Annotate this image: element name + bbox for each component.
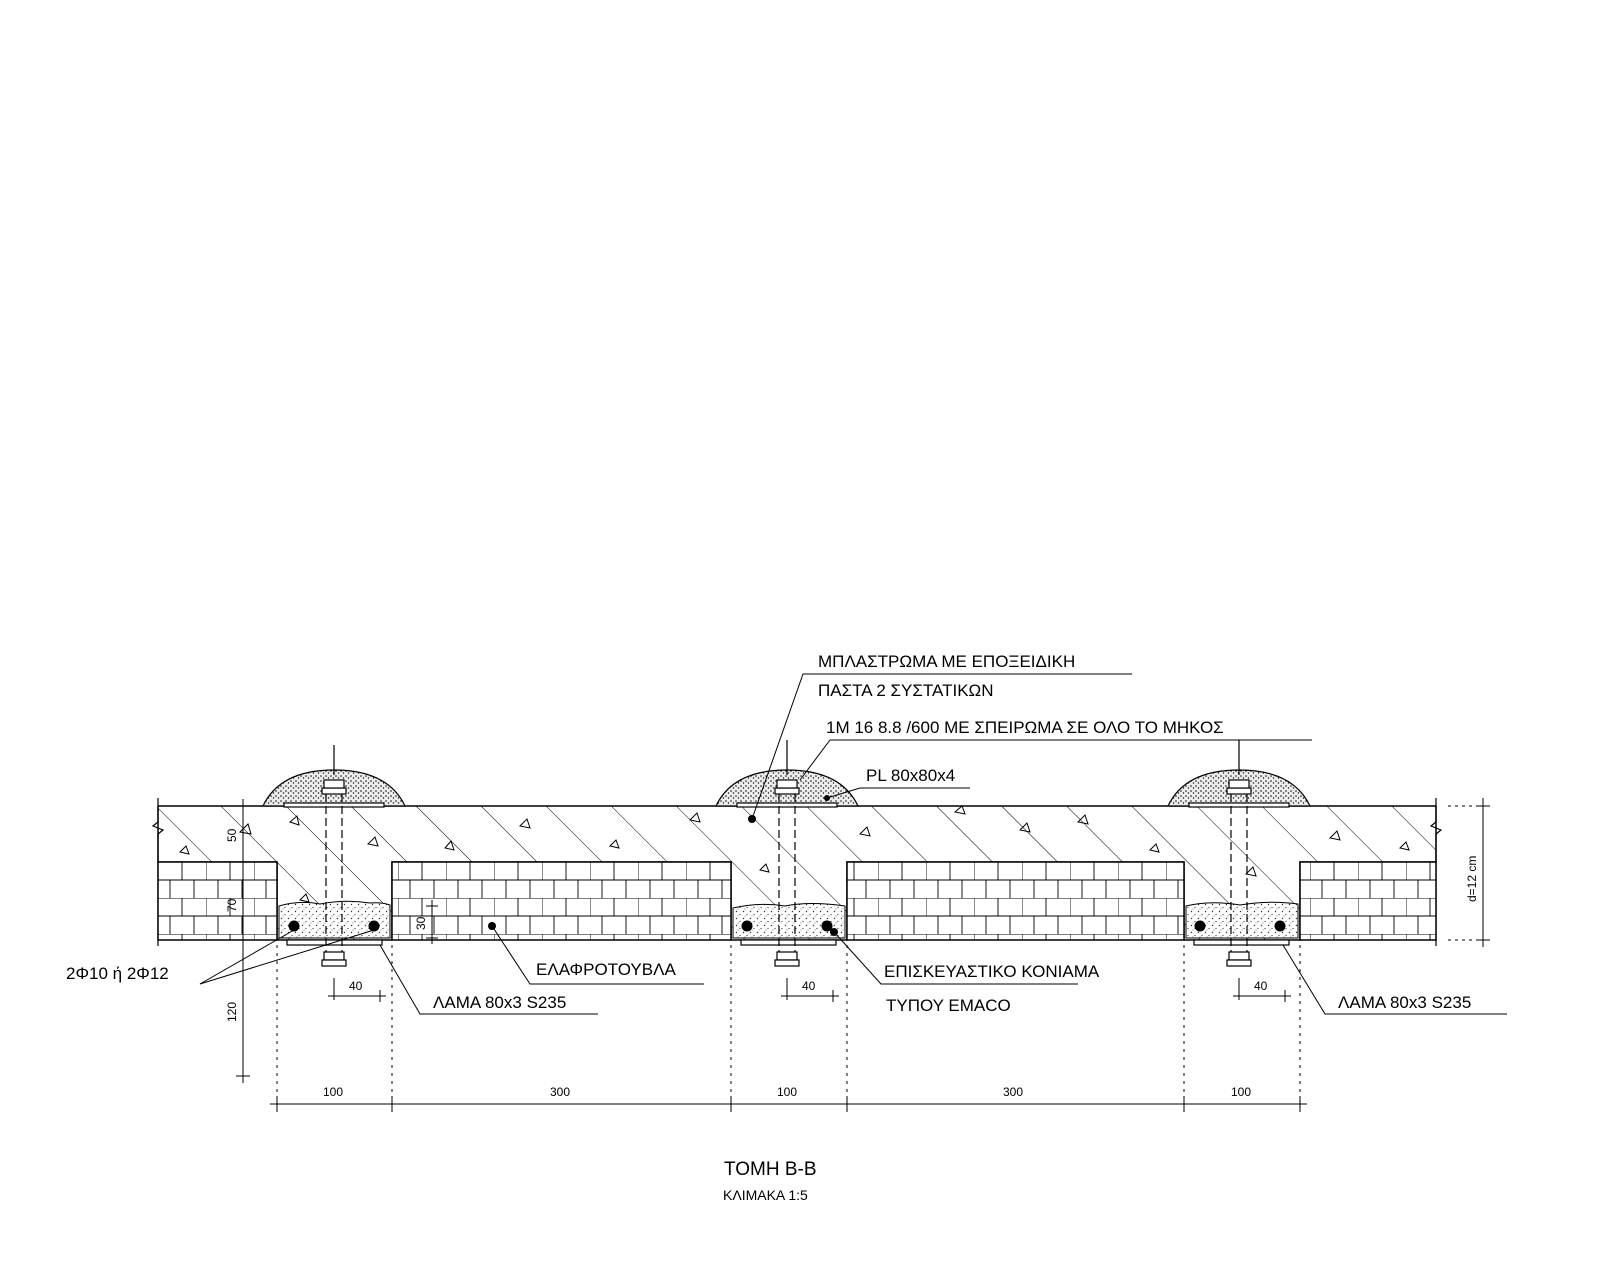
- break-lines: [151, 798, 1443, 946]
- bottom-dimension-chain: [270, 945, 1307, 1112]
- dim-bottom-2: 300: [550, 1085, 570, 1099]
- steel-strip: [1193, 939, 1290, 946]
- bolt: [736, 740, 838, 967]
- brick-block: [1299, 861, 1437, 941]
- dim-thickness: d=12 cm: [1465, 856, 1479, 902]
- dim-below: 120: [225, 1002, 239, 1022]
- lama-right-label: ΛΑΜΑ 80x3 S235: [1338, 993, 1471, 1012]
- dim-plate-offset-3: 40: [1254, 979, 1268, 993]
- lama-left-label: ΛΑΜΑ 80x3 S235: [433, 993, 566, 1012]
- dim-bottom-4: 300: [1003, 1085, 1023, 1099]
- steel-strip: [740, 939, 837, 946]
- brick-block: [391, 861, 732, 941]
- plate-label: PL 80x80x4: [866, 766, 955, 785]
- dim-slab-top: 50: [225, 828, 239, 842]
- dim-rib-depth: 70: [225, 898, 239, 912]
- rebar-label: 2Φ10 ή 2Φ12: [66, 964, 169, 983]
- epoxy-label-line2: ΠΑΣΤΑ 2 ΣΥΣΤΑΤΙΚΩΝ: [818, 681, 994, 700]
- dim-mortar-depth: 30: [414, 916, 428, 930]
- brick-block: [846, 861, 1185, 941]
- rebar: [1274, 920, 1286, 932]
- rebar: [1194, 920, 1206, 932]
- dim-plate-offset-1: 40: [349, 979, 363, 993]
- mortar-label-line1: ΕΠΙΣΚΕΥΑΣΤΙΚΟ ΚΟΝΙΑΜΑ: [884, 962, 1100, 981]
- repair-mortar: [278, 900, 1299, 939]
- bolt-label: 1M 16 8.8 /600 ΜΕ ΣΠΕΙΡΩΜΑ ΣΕ ΟΛΟ ΤΟ ΜΗΚ…: [826, 718, 1224, 737]
- drawing-scale: ΚΛΙΜΑΚΑ 1:5: [723, 1187, 808, 1203]
- bolt-assemblies: [283, 740, 1290, 967]
- rebar: [741, 920, 753, 932]
- dim-plate-offset-2: 40: [802, 979, 816, 993]
- right-dimension: [1448, 798, 1490, 947]
- rebars: [288, 920, 1286, 932]
- brick-label: ΕΛΑΦΡΟΤΟΥΒΛΑ: [536, 960, 676, 979]
- drawing-title: ΤΟΜΗ Β-Β: [724, 1159, 817, 1180]
- dim-bottom-1: 100: [323, 1085, 343, 1099]
- epoxy-label-line1: ΜΠΛΑΣΤΡΩΜΑ ΜΕ ΕΠΟΞΕΙΔΙΚΗ: [818, 652, 1075, 671]
- lightweight-bricks: [157, 861, 1437, 941]
- leader-dots: [488, 795, 838, 936]
- brick-block: [157, 861, 278, 941]
- leaders: [199, 673, 1507, 1015]
- rebar: [821, 920, 833, 932]
- rebar: [288, 920, 300, 932]
- bolt: [283, 745, 385, 967]
- bolt: [1188, 740, 1290, 967]
- dim-bottom-3: 100: [777, 1085, 797, 1099]
- dim-bottom-5: 100: [1231, 1085, 1251, 1099]
- plate-offset-dims: [328, 978, 1291, 1002]
- rebar: [368, 920, 380, 932]
- mortar-label-line2: ΤΥΠΟΥ EMACO: [886, 996, 1011, 1015]
- left-dimension-chain: [236, 799, 438, 1083]
